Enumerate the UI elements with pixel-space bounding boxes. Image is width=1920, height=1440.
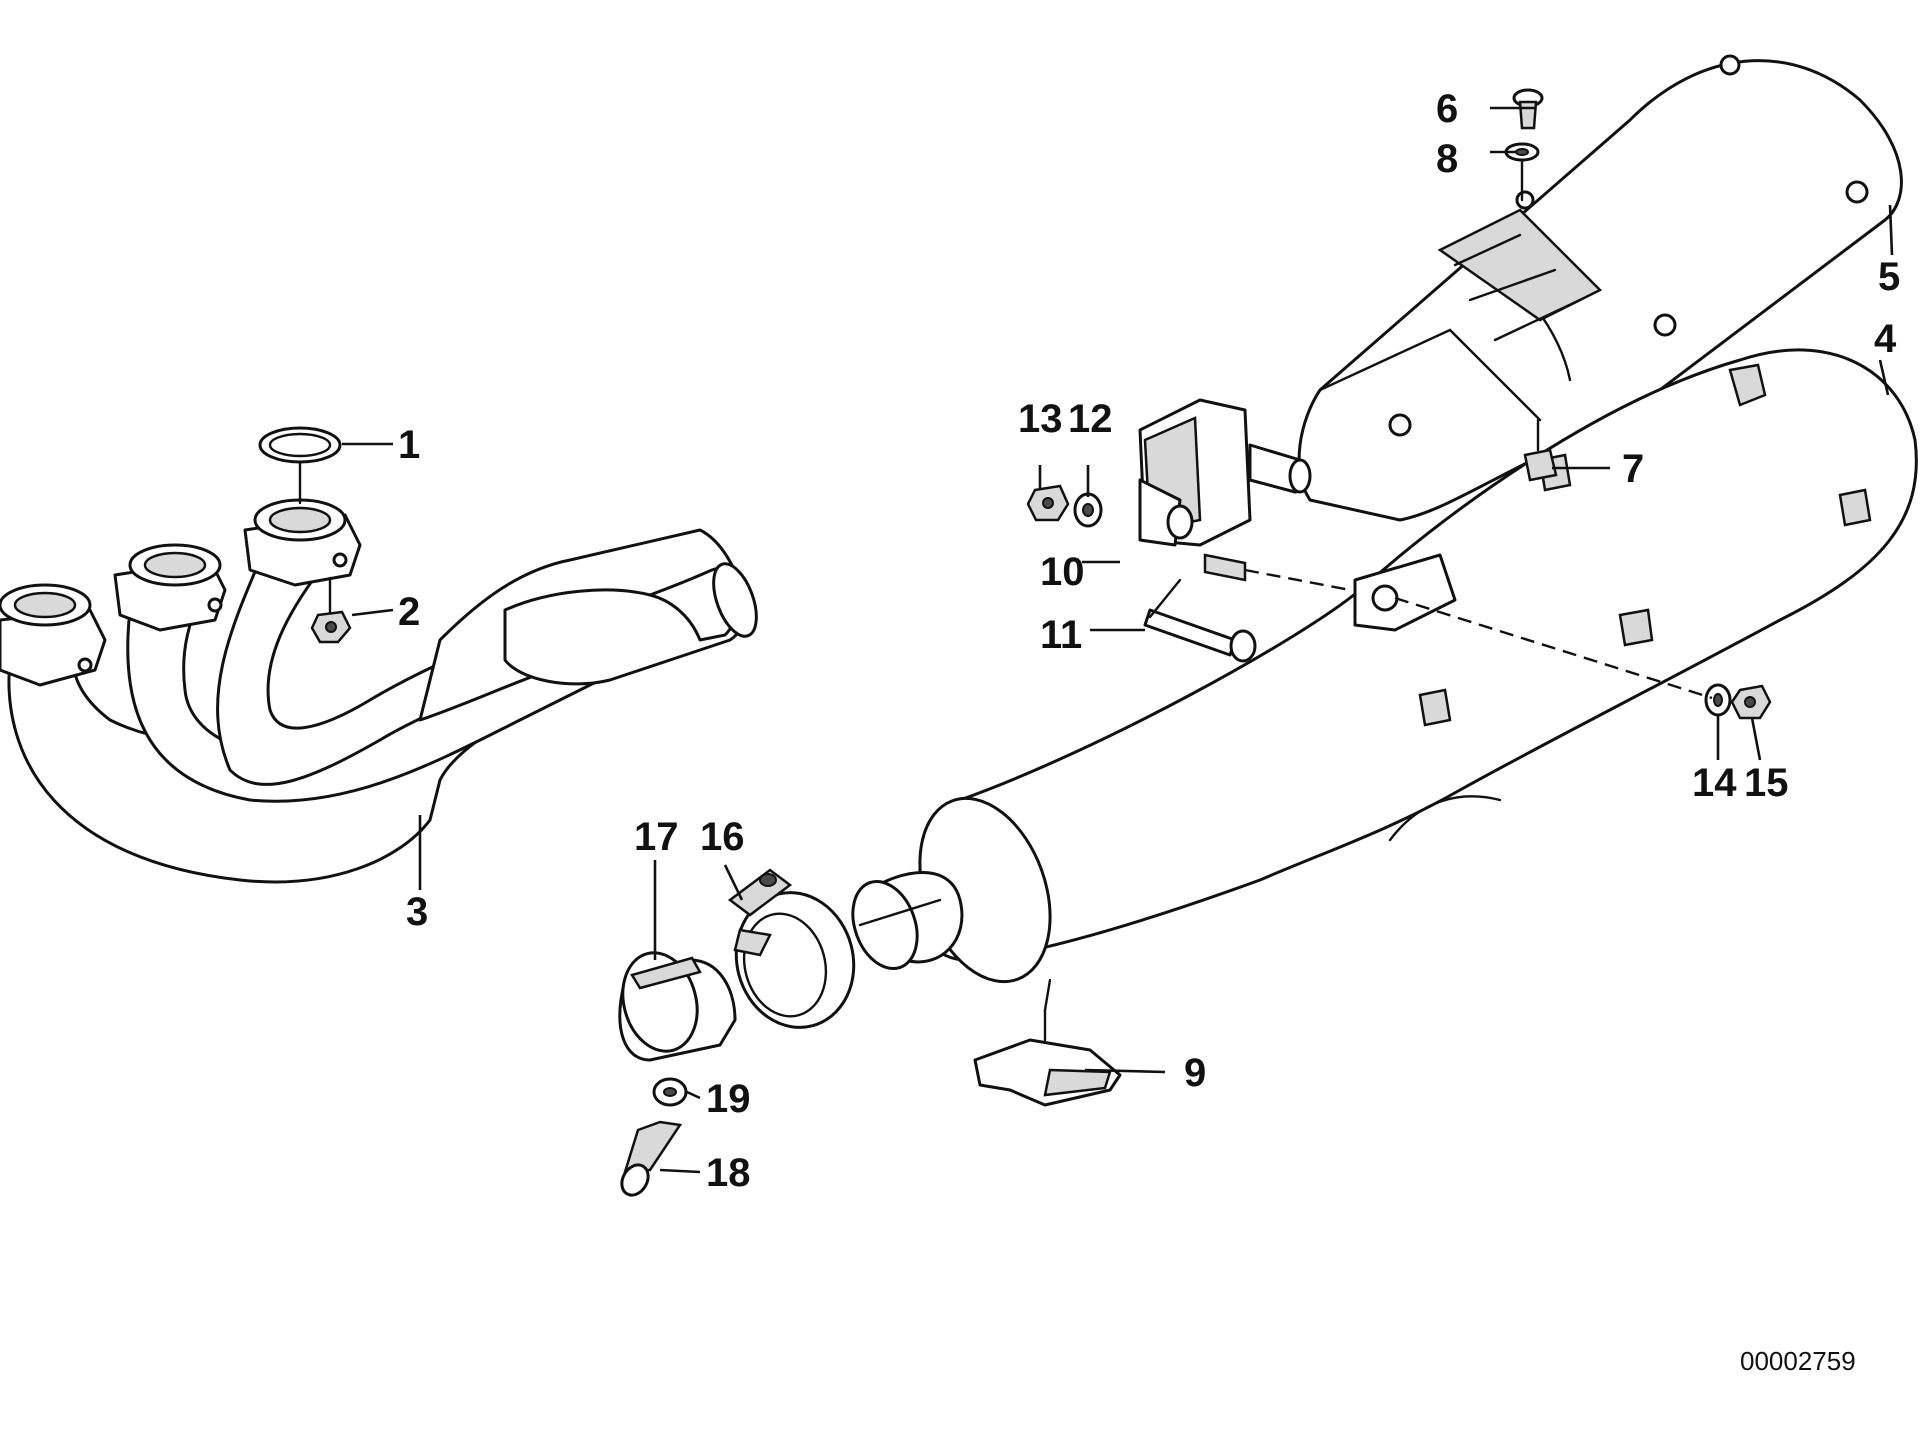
muffler <box>851 348 1918 984</box>
callout-11: 11 <box>1040 613 1082 657</box>
callout-16: 16 <box>700 815 745 859</box>
clamp-16 <box>727 868 856 1029</box>
header-flange-3 <box>243 498 362 587</box>
callout-10: 10 <box>1040 550 1085 594</box>
washer-12 <box>1073 492 1103 528</box>
washer-top <box>1504 142 1540 202</box>
rubber-bushing <box>1138 478 1194 547</box>
header-flange-1 <box>0 583 107 687</box>
callout-19: 19 <box>706 1077 751 1121</box>
callout-12: 12 <box>1068 397 1113 441</box>
washer-19 <box>652 1077 688 1107</box>
nut-13 <box>1026 484 1070 522</box>
nut-clip <box>1523 418 1558 482</box>
bolt-11 <box>1143 578 1257 663</box>
bolt-18 <box>620 1120 683 1197</box>
callout-2: 2 <box>398 590 420 634</box>
callout-6: 6 <box>1436 87 1458 131</box>
washer-14 <box>1704 683 1732 717</box>
exhaust-manifold <box>0 498 758 884</box>
hanger-bracket <box>973 978 1122 1107</box>
callout-14: 14 <box>1692 761 1737 805</box>
callout-7: 7 <box>1622 447 1644 491</box>
callout-3: 3 <box>406 890 428 934</box>
callout-4: 4 <box>1874 317 1897 361</box>
callout-18: 18 <box>706 1151 751 1195</box>
callout-15: 15 <box>1744 761 1789 805</box>
callout-8: 8 <box>1436 137 1458 181</box>
document-id: 00002759 <box>1740 1346 1856 1376</box>
callout-5: 5 <box>1878 255 1900 299</box>
sleeve-17 <box>618 951 737 1062</box>
callout-1: 1 <box>398 423 420 467</box>
callout-13: 13 <box>1018 397 1063 441</box>
hex-nut <box>310 576 352 644</box>
leader-lines <box>342 106 1894 1174</box>
callout-17: 17 <box>634 815 679 859</box>
header-flange-2 <box>113 543 227 632</box>
callouts: 1 2 3 4 5 6 7 8 9 10 11 12 13 14 15 16 1… <box>398 87 1900 1195</box>
nut-15 <box>1730 684 1772 720</box>
stud-bolt <box>1203 553 1247 582</box>
callout-9: 9 <box>1184 1051 1206 1095</box>
gasket-ring <box>258 426 342 505</box>
